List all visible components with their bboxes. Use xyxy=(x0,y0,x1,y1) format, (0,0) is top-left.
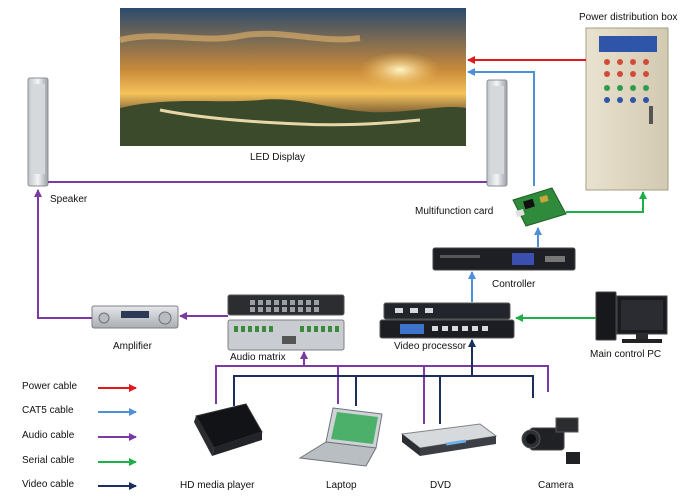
camera-label: Camera xyxy=(538,480,574,491)
controller xyxy=(432,247,576,271)
audio-source-bus-line xyxy=(215,365,549,404)
speaker-left xyxy=(27,77,49,187)
hd-media-player xyxy=(194,403,263,456)
legend-power-label: Power cable xyxy=(22,381,78,392)
laptop xyxy=(298,407,383,467)
main-pc-label: Main control PC xyxy=(590,349,662,360)
led-display-label: LED Display xyxy=(250,152,306,163)
amplifier-label: Amplifier xyxy=(113,341,152,352)
serial-card-to-box-line xyxy=(566,191,647,213)
legend-serial-label: Serial cable xyxy=(22,455,75,466)
amplifier xyxy=(91,305,179,329)
speaker-label: Speaker xyxy=(50,194,88,205)
cat5-card-to-led-line xyxy=(467,68,535,186)
power-distribution-box xyxy=(585,27,669,191)
laptop-label: Laptop xyxy=(326,480,357,491)
multifunction-card-label: Multifunction card xyxy=(415,206,494,217)
led-display xyxy=(119,8,466,146)
audio-matrix xyxy=(227,294,345,351)
power-box-label: Power distribution box xyxy=(579,12,678,23)
audio-matrix-label: Audio matrix xyxy=(230,352,286,363)
legend-audio-label: Audio cable xyxy=(22,430,75,441)
dvd-player xyxy=(400,423,498,456)
dvd-label: DVD xyxy=(430,480,452,491)
audio-amp-to-speaker-line xyxy=(34,189,92,319)
multifunction-card xyxy=(512,187,567,227)
speaker-right xyxy=(486,79,508,187)
video-source-bus-line xyxy=(233,375,534,406)
video-processor xyxy=(379,302,515,339)
controller-label: Controller xyxy=(492,279,536,290)
main-control-pc xyxy=(595,291,668,343)
video-camera xyxy=(521,417,580,464)
hd-player-label: HD media player xyxy=(180,480,255,491)
video-processor-label: Video processor xyxy=(394,341,467,352)
legend-cat5-label: CAT5 cable xyxy=(22,405,74,416)
legend-video-label: Video cable xyxy=(22,479,75,490)
